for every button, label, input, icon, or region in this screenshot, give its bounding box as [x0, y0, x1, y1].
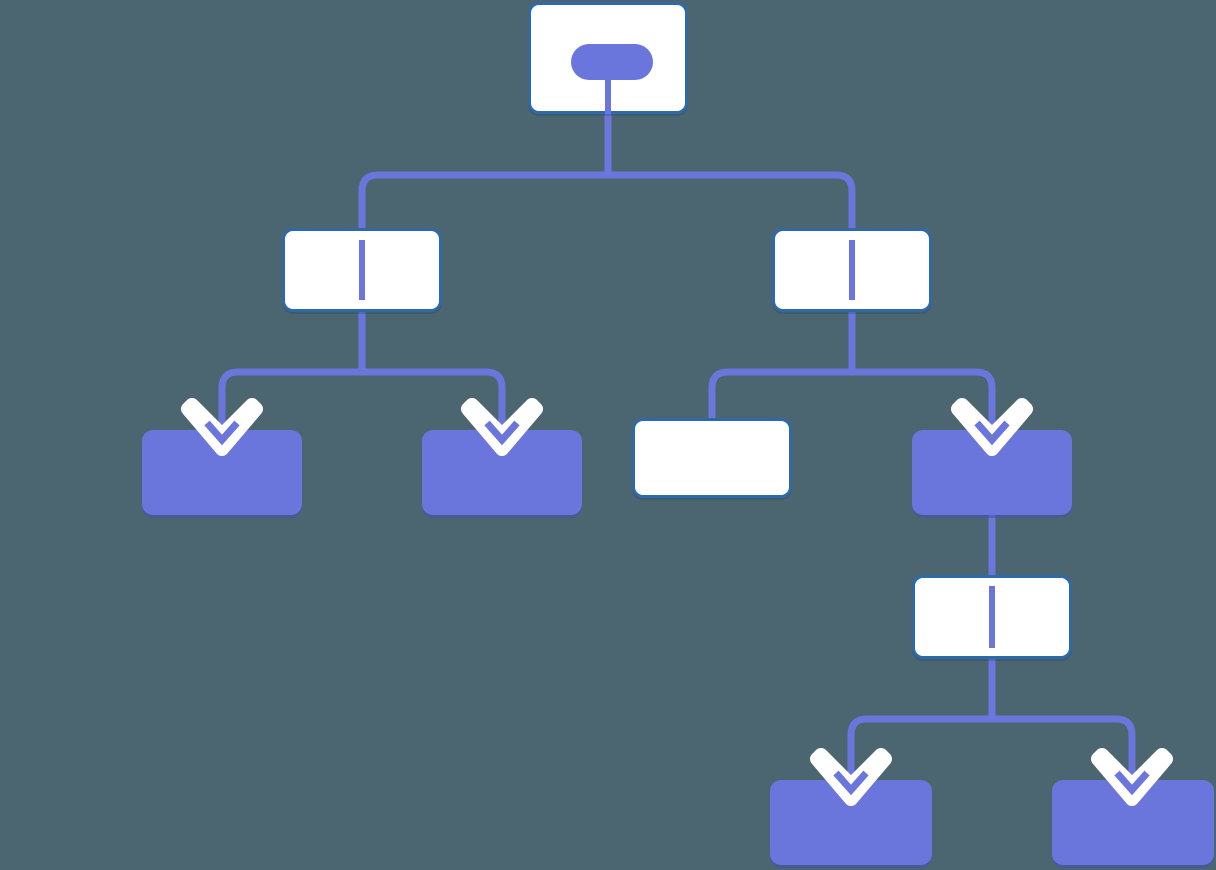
level3-node[interactable]	[912, 575, 1072, 659]
level1-left-node[interactable]	[282, 228, 442, 312]
root-node-pill	[571, 44, 653, 80]
root-node[interactable]	[528, 2, 688, 114]
level2-node-d[interactable]	[912, 430, 1072, 515]
edge-l3-to-l4-right	[992, 715, 1136, 798]
edge-l1-right-to-l2-d	[852, 368, 996, 448]
level2-node-a[interactable]	[142, 430, 302, 515]
level4-left-node[interactable]	[770, 780, 932, 865]
edge-root-to-l1-right	[608, 171, 856, 312]
edge-root-to-l1-left	[358, 171, 608, 312]
edge-l1-right-to-l2-c	[708, 368, 852, 420]
edge-l1-left-to-l2-a	[218, 368, 362, 448]
edge-l1-left-to-l2-b	[362, 368, 506, 448]
level2-node-c[interactable]	[632, 418, 792, 498]
level2-node-b[interactable]	[422, 430, 582, 515]
edge-l3-to-l4-left	[847, 715, 992, 798]
level4-right-node[interactable]	[1052, 780, 1214, 865]
level1-right-node[interactable]	[772, 228, 932, 312]
